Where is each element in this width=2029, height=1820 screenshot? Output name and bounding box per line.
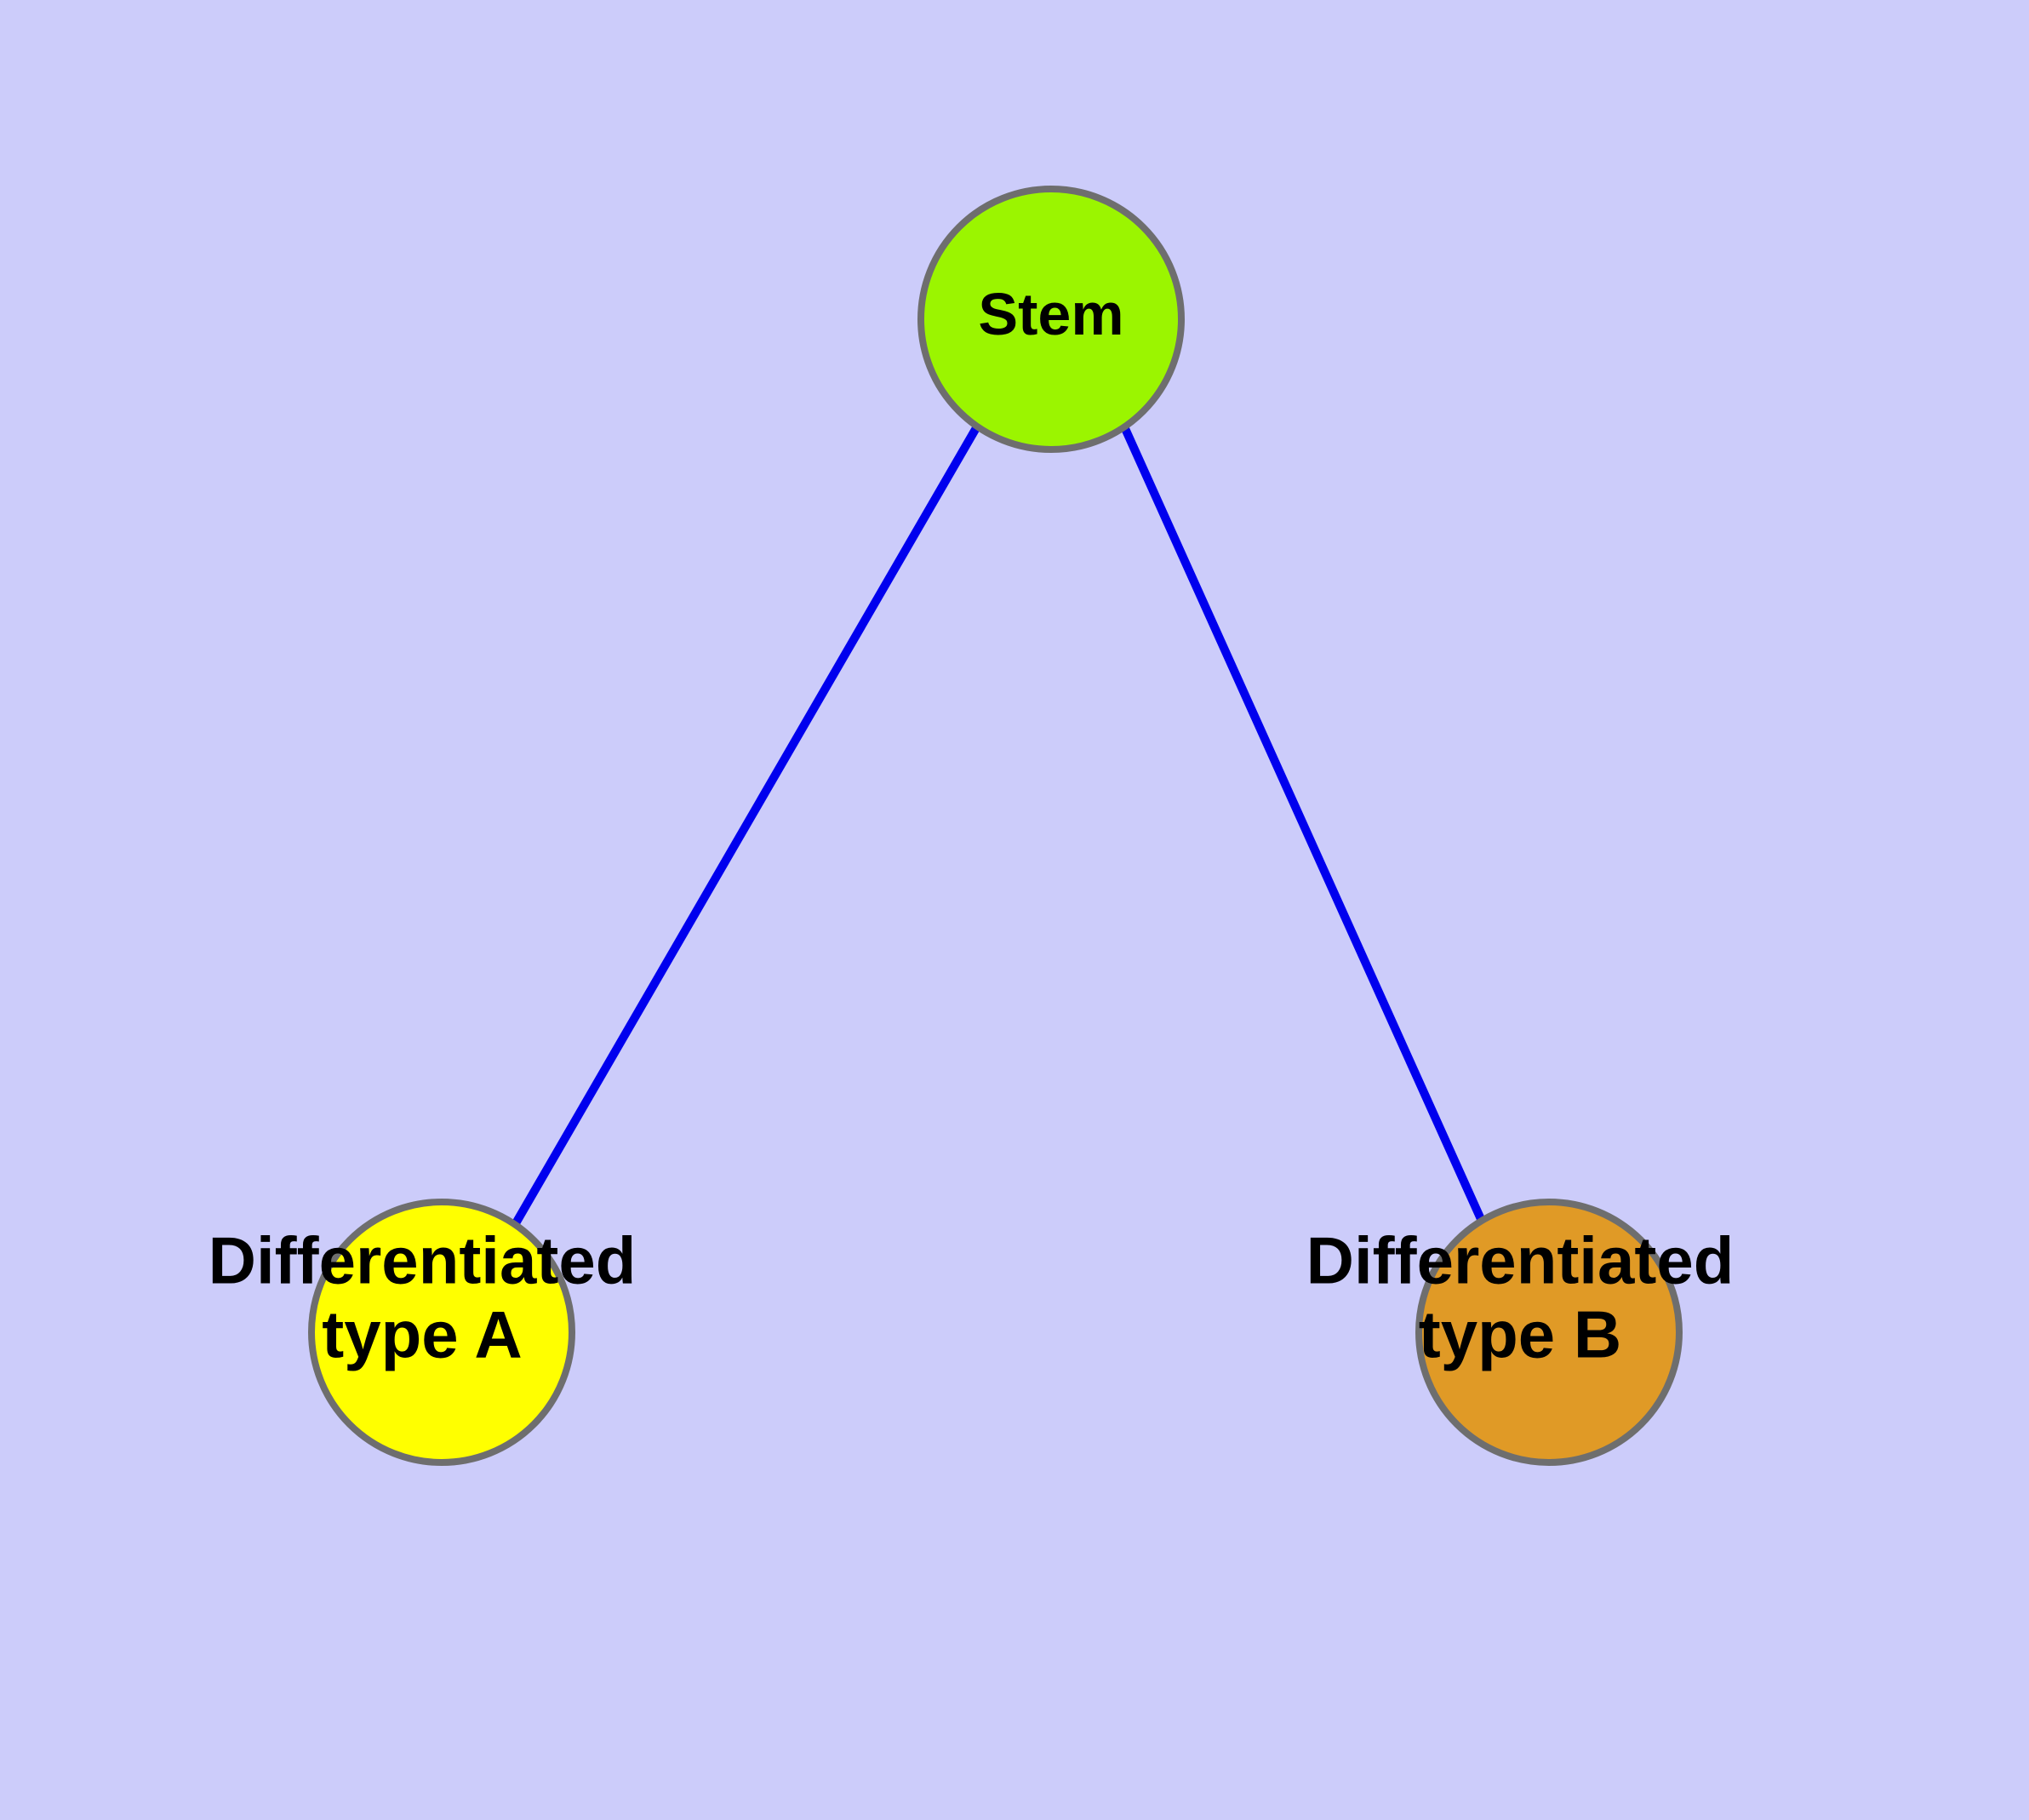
node-layer	[308, 186, 1683, 1466]
node-diff-a-label-line: Differentiated	[209, 1222, 637, 1297]
node-diff-a-label-line: type A	[322, 1296, 523, 1371]
node-diff-b-circle[interactable]	[1415, 1199, 1683, 1466]
node-diff-b-label-line: Differentiated	[1306, 1222, 1735, 1297]
edge-stem-to-diff-b[interactable]	[1119, 422, 1489, 1229]
node-diff-a-circle[interactable]	[308, 1199, 575, 1466]
node-stem-label: Stem	[978, 281, 1123, 347]
node-diff-b-label-line: type B	[1419, 1296, 1621, 1371]
node-diff-a[interactable]	[308, 1199, 575, 1466]
edge-stem-to-diff-a[interactable]	[512, 424, 981, 1226]
node-stem-circle[interactable]	[917, 186, 1185, 453]
node-diff-b[interactable]	[1415, 1199, 1683, 1466]
node-stem[interactable]	[917, 186, 1185, 453]
node-stem-label-line: Stem	[978, 281, 1123, 347]
edge-layer	[512, 422, 1489, 1229]
